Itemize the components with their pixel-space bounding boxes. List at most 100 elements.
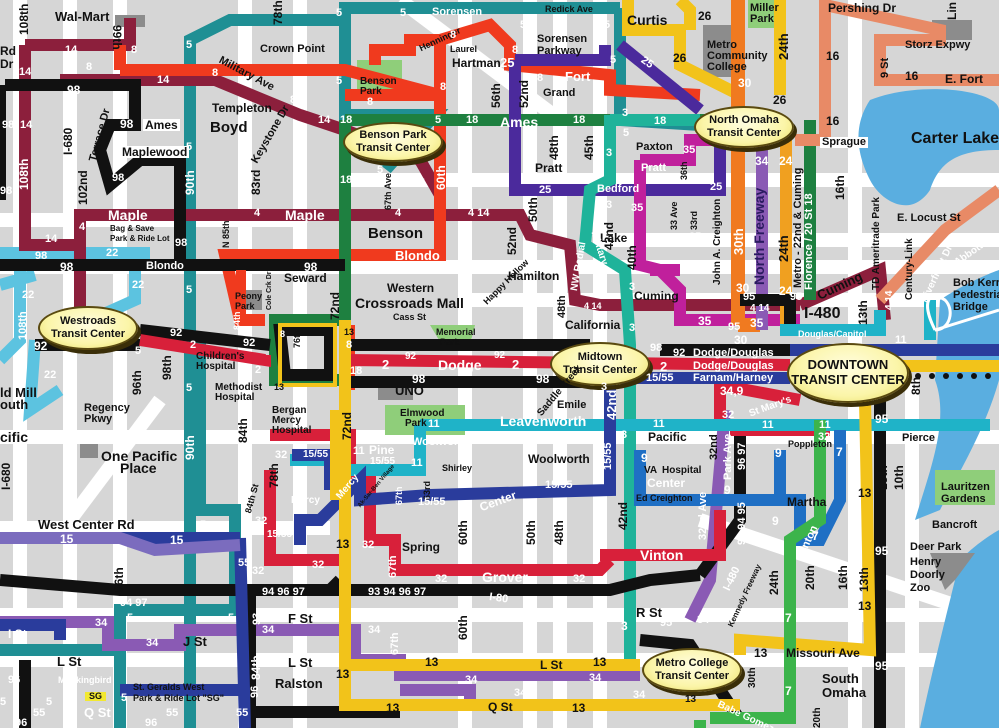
route-number: 5 (228, 612, 235, 624)
street-label: ld Mill (0, 385, 37, 400)
street-label: 78th (271, 0, 285, 25)
park-label: Lauritzen (941, 481, 990, 493)
landmark-label: Henry (910, 556, 942, 568)
route-number: 9 (724, 483, 731, 497)
route-number: 15/55 (267, 529, 293, 540)
route-number: 26 (673, 51, 687, 65)
street-label: Vinton (640, 547, 684, 563)
route-number: 98 (120, 117, 134, 131)
street-label: 60th (456, 615, 470, 640)
street-label: outh (0, 397, 29, 412)
route-number: 9 (772, 514, 779, 528)
route-number: 32 (435, 573, 448, 585)
route-number: 98 (112, 172, 125, 184)
street-label: Hamilton (508, 269, 560, 283)
street-label: Dodge (438, 357, 482, 373)
route-number: 34 (146, 637, 159, 649)
route-number: 55 (33, 707, 46, 719)
street-label: Wal-Mart (55, 9, 110, 24)
route-number: 5 (604, 19, 611, 31)
street-label: Grand (543, 87, 576, 99)
route-number: 13 (572, 701, 586, 715)
street-label: 84th (236, 418, 250, 443)
route-number: 34 (745, 534, 758, 546)
street-label: Bancroft (932, 519, 978, 531)
street-label: cific (0, 429, 29, 445)
street-label: Pine (369, 443, 395, 457)
park-label: Peony (235, 291, 263, 301)
route-number: 13 (274, 382, 285, 392)
route-number: 15 (170, 533, 184, 547)
route-number: 3 (601, 381, 608, 393)
street-label: Maplewood (120, 145, 190, 159)
neighborhood-label: Omaha (822, 685, 867, 700)
street-label: 30th (731, 228, 746, 255)
route-number: 4 (79, 221, 86, 233)
route-number: 34 (262, 624, 275, 636)
street-label: 24th (767, 570, 781, 595)
street-label: Dodge/Douglas (693, 347, 774, 359)
route-number: 4 14 (750, 303, 770, 314)
route-7 (694, 420, 826, 728)
route-25 (509, 40, 726, 196)
street-label: Cole Crk Dr (266, 271, 273, 310)
street-label: Ames (500, 114, 539, 130)
route-number: 18 (654, 115, 667, 127)
route-number: 9 (641, 451, 648, 465)
route-number: 5 (623, 127, 630, 139)
street-label: Templeton (212, 101, 272, 115)
street-label: 60th (456, 520, 470, 545)
route-number: 16 (826, 114, 840, 128)
street-label: Q St (84, 705, 111, 720)
route-number: 30 (736, 281, 750, 295)
street-label: Q St (488, 700, 513, 714)
route-number: 55 (236, 707, 249, 719)
route-number: 32 (362, 539, 375, 551)
route-number: 5 (435, 114, 442, 126)
street-label: 48th (547, 135, 561, 160)
route-number: 25 (500, 55, 515, 70)
water-bodies (858, 89, 999, 728)
route-number: 11 (762, 419, 774, 431)
park-label: Park (750, 13, 774, 25)
street-label: 83rd (249, 169, 263, 195)
landmark-label: Children's (196, 351, 245, 362)
route-number: 8 (290, 94, 297, 106)
street-label: Century-Link (904, 238, 915, 300)
route-number: 13 (858, 486, 872, 500)
street-label: 9 St (879, 57, 891, 78)
route-number: 13 (858, 599, 872, 613)
route-number: 13 (336, 537, 350, 551)
route-number: 14 (65, 44, 78, 56)
route-number: 14 (157, 74, 170, 86)
landmark-label: Doorly (910, 569, 945, 581)
street-label: 33rd (689, 210, 699, 230)
route-number: 55 (238, 557, 251, 569)
street-label: 67th (387, 555, 399, 578)
route-number: 13 (386, 701, 400, 715)
street-label: Maple (285, 207, 325, 223)
route-number: 11 (819, 419, 831, 431)
route-number: 22 (132, 279, 145, 291)
route-number: 32 (275, 449, 288, 461)
park-label: Miller (750, 2, 779, 14)
route-number: 92 (243, 337, 256, 349)
street-label: 13th (876, 465, 890, 490)
park-label: Gardens (941, 493, 986, 505)
street-label: 13th (857, 567, 871, 592)
route-number: 15/55 (545, 479, 573, 491)
street-label: Storz Expwy (905, 39, 971, 51)
route-number: 5 (135, 345, 142, 357)
route-number: 14 (413, 177, 426, 189)
route-number: 98 (536, 372, 550, 386)
street-label: 48th (556, 295, 568, 318)
street-label: 45th (582, 135, 596, 160)
